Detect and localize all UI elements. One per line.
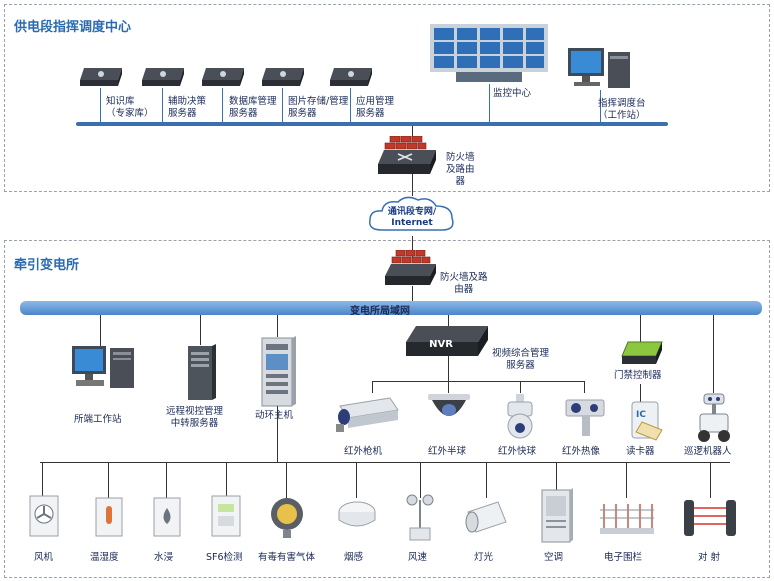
robot-icon [694,392,734,444]
camera-label-dome: 红外半球 [428,446,467,457]
sensor-icon [598,500,656,536]
sensor-label-ac: 空调 [544,552,564,563]
sensor-label-fan: 风机 [34,552,54,563]
sensor-icon [28,494,60,540]
firewall-bottom-label: 防火墙及路由器 [440,272,488,295]
camera-icon [500,394,540,442]
camera-label-bullet: 红外枪机 [344,446,383,457]
env-host-label: 动环主机 [255,410,294,421]
workstation-label: 所端工作站 [74,414,122,425]
sensor-label-sf6: SF6检测 [206,552,243,563]
server-icon [140,66,186,88]
sensor-label-water: 水浸 [154,552,174,563]
server-icon [328,66,374,88]
access-controller-label: 门禁控制器 [614,370,662,381]
camera-icon [424,392,474,432]
sensor-label-toxic-gas: 有毒有害气体 [258,552,316,563]
sensor-icon [152,496,182,540]
sensor-icon [404,492,436,542]
camera-label-speed-dome: 红外快球 [498,446,537,457]
workstation-icon [70,344,136,392]
access-controller-icon [620,340,664,368]
nvr-box-label: NVR [429,339,453,350]
substation-title: 牵引变电所 [14,258,80,273]
sensor-icon [336,498,378,534]
video-wall-icon [430,24,548,84]
cloud-label: 通讯段专网/Internet [387,207,437,228]
server-label-database: 数据库管理服务器 [229,96,277,119]
sensor-label-temp-humidity: 温湿度 [90,552,119,563]
sensor-icon [94,496,124,540]
substation-lan-bar [20,301,762,315]
monitor-center-label: 监控中心 [493,88,532,99]
workstation-icon [566,46,634,90]
dispatch-console-label: 指挥调度台（工作站） [598,98,646,121]
sensor-label-smoke: 烟感 [344,552,364,563]
firewall-icon [376,136,442,182]
card-reader-icon [628,400,664,442]
dispatch-center-region [4,4,770,192]
server-icon [260,66,306,88]
sensor-label-wind: 风速 [408,552,428,563]
sensor-icon [540,488,574,544]
card-reader-ic-label: IC [636,410,646,420]
cloud-icon [364,194,460,236]
sensor-icon [462,498,512,538]
firewall-icon [384,250,440,292]
sensor-label-light: 灯光 [474,552,494,563]
camera-label-thermal: 红外热像 [562,446,601,457]
server-label-knowledge: 知识库（专家库） [106,96,154,119]
camera-icon [334,394,404,434]
firewall-top-label: 防火墙及路由器 [446,152,475,187]
card-reader-label: 读卡器 [626,446,655,457]
server-icon [78,66,124,88]
lan-label: 变电所局域网 [350,306,410,317]
relay-server-label: 远程视控管理中转服务器 [166,406,224,429]
sensor-label-beam: 对 射 [698,552,721,563]
sensor-label-fence: 电子围栏 [604,552,643,563]
substation-region [4,240,770,578]
nvr-label: 视频综合管理服务器 [492,348,550,371]
sensor-icon [682,498,738,540]
sensor-icon [268,494,306,540]
server-label-decision: 辅助决策服务器 [168,96,207,119]
dispatch-center-title: 供电段指挥调度中心 [14,20,132,35]
dispatch-network-bus [76,122,668,126]
nvr-icon [404,324,490,366]
camera-icon [562,396,610,440]
rack-icon [258,336,298,408]
server-icon [200,66,246,88]
server-label-app: 应用管理服务器 [356,96,395,119]
rack-icon [182,344,218,402]
server-label-image: 图片存储/管理服务器 [288,96,349,119]
robot-label: 巡逻机器人 [684,446,732,457]
sensor-icon [210,494,242,540]
